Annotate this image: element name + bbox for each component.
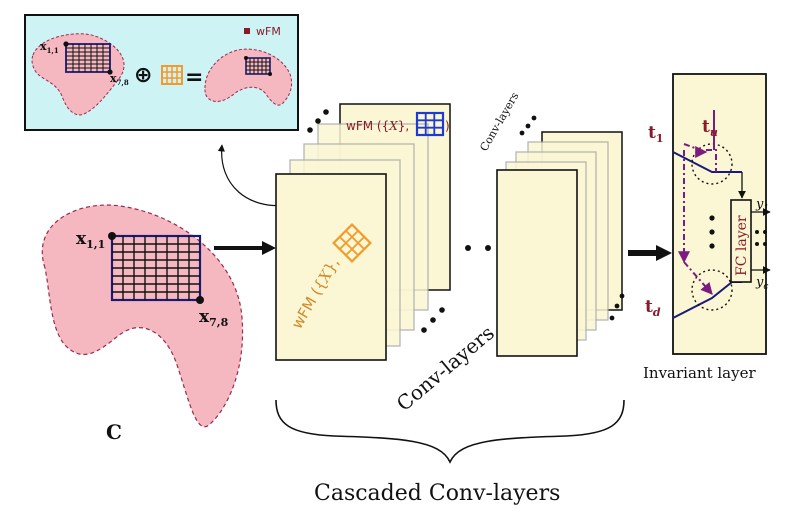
between-dots xyxy=(465,245,491,251)
wfm-legend-swatch xyxy=(244,28,250,34)
point-end-label: x7,8 xyxy=(199,307,229,329)
y1-label: y1 xyxy=(755,197,769,214)
inset-grid-left xyxy=(63,41,113,75)
output-arrow xyxy=(628,245,672,261)
blue-weight-grid xyxy=(415,111,445,137)
conv-label-1: Conv-layers xyxy=(392,321,499,416)
wfm-layer-front xyxy=(275,173,387,361)
wfm-back-label: wFM ({X}, xyxy=(346,119,409,133)
fc-layer-label-group: FC layer xyxy=(734,215,750,276)
layer-stack-1: wFM ({X}, ) wFM ({X}, Conv-layers xyxy=(275,103,499,416)
inset-panel: x1,1 x7,8 ⊕ = wFM xyxy=(24,14,299,131)
fc-layer-label: FC layer xyxy=(734,215,750,276)
invariant-layer: FC layer y1 yc t1 tu td Invariant layer xyxy=(643,73,771,382)
stack2-dots xyxy=(519,115,625,321)
manifold-label: C xyxy=(106,420,122,444)
conv-label-2: Conv-layers xyxy=(477,90,521,154)
yc-label: yc xyxy=(755,275,768,292)
group-brace xyxy=(275,399,625,464)
stack1-dots xyxy=(307,109,445,333)
inset-grid-right xyxy=(244,56,272,76)
tu-label: tu xyxy=(702,117,718,139)
inset-point-end-label: x7,8 xyxy=(110,72,129,87)
wfm-back-close: ) xyxy=(445,119,450,133)
group-caption: Cascaded Conv-layers xyxy=(314,481,560,506)
conv-label-1-group: Conv-layers xyxy=(392,321,499,416)
grid-start-point xyxy=(108,232,116,240)
point-start-label: x1,1 xyxy=(76,229,105,251)
t1-label: t1 xyxy=(648,123,664,145)
wfm-legend-label: wFM xyxy=(256,25,281,38)
input-arrow xyxy=(214,241,276,255)
oplus-symbol: ⊕ xyxy=(134,63,152,88)
conv-label-2-group: Conv-layers xyxy=(477,90,521,154)
inset-orange-weight-grid xyxy=(161,65,183,85)
invariant-box xyxy=(672,73,767,355)
td-label: td xyxy=(645,297,661,319)
orange-weight-grid xyxy=(332,223,372,263)
inset-point-start-label: x1,1 xyxy=(40,40,59,55)
grid-end-point xyxy=(196,296,204,304)
sampling-grid xyxy=(108,232,204,304)
invariant-caption: Invariant layer xyxy=(643,364,756,382)
equals-symbol: = xyxy=(185,65,203,90)
main-manifold: x1,1 x7,8 C xyxy=(41,204,244,444)
inset-manifold-left xyxy=(31,33,125,116)
fc-layer-box xyxy=(730,199,752,283)
layer-stack-2: Conv-layers xyxy=(477,90,625,357)
conv-layer-front xyxy=(496,169,578,357)
